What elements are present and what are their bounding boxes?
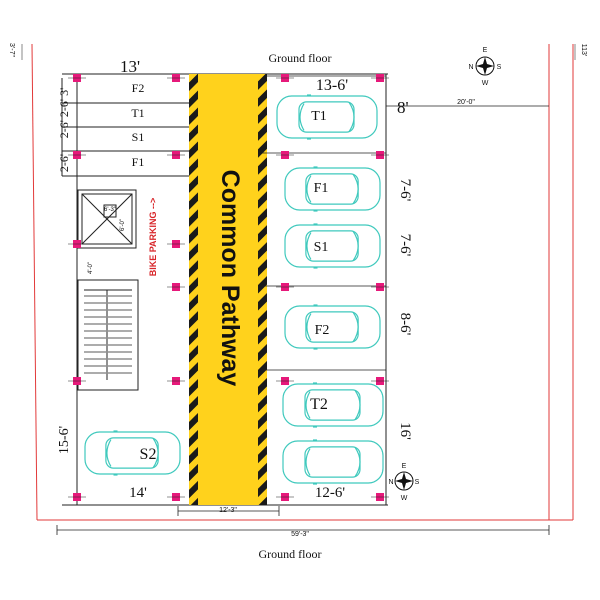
dim-left-bottom: 14': [129, 485, 147, 501]
strip-label: T1: [131, 106, 144, 120]
dim-right-edge: 113': [580, 44, 587, 57]
dim-pathway-width: 12'-3": [219, 507, 237, 514]
dim-left-15: 15-6': [57, 426, 72, 454]
dim-total-width: 59'-3": [291, 531, 309, 538]
svg-text:W: W: [482, 80, 489, 87]
compass-icon: E W N S: [468, 47, 501, 87]
dim-left-top: 13': [120, 57, 140, 76]
strip-rows: [62, 102, 195, 177]
car-icon: [284, 166, 381, 212]
dim-label: 6'-3": [104, 207, 116, 213]
lift-core: [77, 189, 137, 249]
car-icon: [284, 304, 381, 350]
dim-right-7a: 7-6': [397, 179, 413, 202]
car-label: S2: [140, 446, 157, 463]
title-top: Ground floor: [269, 51, 332, 65]
pathway-hazard-right: [258, 74, 267, 505]
dim-right-bottom: 12-6': [315, 485, 345, 501]
compass-icon: E W N S: [388, 463, 419, 502]
dim-right-8b: 8-6': [397, 313, 413, 336]
strip-label: F2: [132, 81, 145, 95]
dim-label: 4'-0": [88, 262, 94, 274]
stair-steps: [84, 295, 132, 374]
dim-right-7b: 7-6': [397, 234, 413, 257]
car-icon: [276, 94, 378, 140]
car-label: F2: [315, 323, 330, 338]
car-icon: [84, 430, 181, 476]
car-label: T1: [311, 109, 327, 124]
strip-label: S1: [132, 130, 145, 144]
dim-right-16: 16': [397, 422, 413, 440]
svg-text:N: N: [388, 479, 393, 486]
car-icon: [284, 223, 381, 269]
dim-right-8: 8': [397, 98, 409, 117]
car-icon: [282, 382, 384, 428]
svg-text:E: E: [483, 47, 488, 54]
dim-side-setback: 20'-0": [457, 99, 475, 106]
car-icon: [282, 439, 384, 485]
strip-label: F1: [132, 155, 145, 169]
svg-text:S: S: [497, 64, 502, 71]
common-pathway: [198, 74, 258, 505]
bike-parking-label: BIKE PARKING -->: [148, 198, 158, 277]
pathway-label: Common Pathway: [216, 170, 244, 387]
dim-left-edge: 3'-7": [8, 43, 15, 57]
svg-text:N: N: [468, 64, 473, 71]
svg-text:W: W: [401, 495, 408, 502]
car-label: F1: [314, 181, 329, 196]
dim-label: 6'-0": [120, 219, 126, 231]
plot-boundary: [31, 43, 574, 521]
dim-left-stack: 2-6' 2-6' 3': [57, 88, 71, 138]
svg-text:S: S: [415, 479, 420, 486]
dim-right-top: 13-6': [316, 77, 348, 94]
car-label: S1: [314, 240, 329, 255]
dim-left-2: 2-6': [57, 154, 71, 172]
columns: [68, 74, 389, 501]
staircase: [77, 279, 139, 391]
svg-text:E: E: [402, 463, 407, 470]
title-bottom: Ground floor: [259, 547, 322, 561]
parked-cars: [84, 94, 384, 485]
pathway-hazard-left: [189, 74, 198, 505]
car-label: T2: [310, 396, 328, 413]
